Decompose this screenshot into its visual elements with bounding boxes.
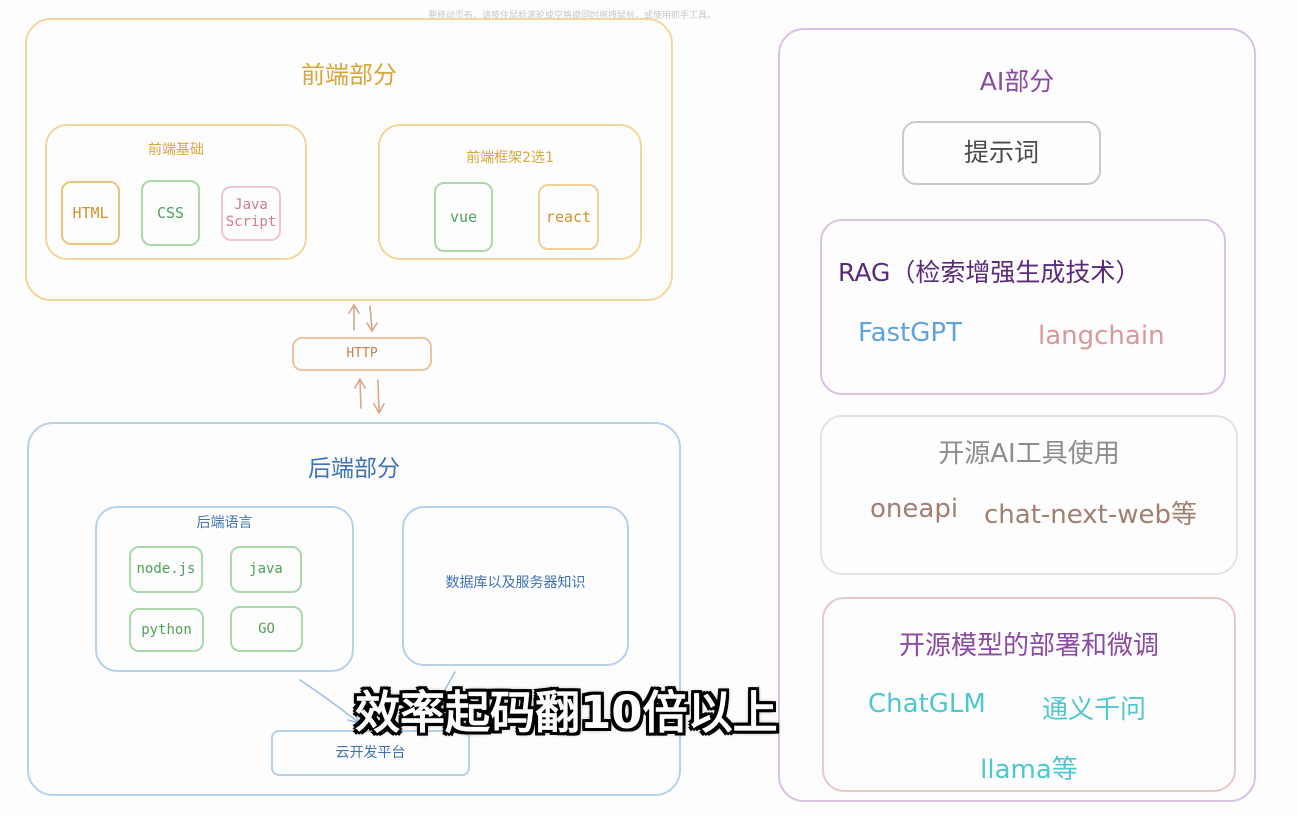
open-source-tools-title: 开源AI工具使用 [938,439,1120,469]
database-box [402,506,629,666]
model-item-llama: llama等 [980,755,1078,785]
tag-react: react [538,184,599,250]
models-box [822,597,1236,792]
open-source-tools-box [820,415,1238,575]
tool-item-chat-next-web: chat-next-web等 [984,500,1198,530]
cloud-arrows [299,671,456,727]
rag-item-langchain: langchain [1038,321,1165,351]
tag-javascript: Java Script [221,186,281,241]
cloud-platform-box: 云开发平台 [271,730,470,776]
frontend-frameworks-title: 前端框架2选1 [466,150,554,166]
tag-css: CSS [141,180,200,246]
fe-http-arrows [348,303,385,415]
database-label: 数据库以及服务器知识 [445,575,586,591]
rag-box [820,219,1226,395]
model-item-tongyi: 通义千问 [1042,695,1147,725]
tool-item-oneapi: oneapi [870,494,959,524]
video-caption: 效率起码翻10倍以上 [355,686,778,739]
frontend-section [25,18,673,301]
model-item-chatglm: ChatGLM [868,689,986,719]
ai-title: AI部分 [979,67,1055,96]
rag-title: RAG（检索增强生成技术） [838,258,1141,287]
frontend-basics-box [45,124,307,260]
frontend-title: 前端部分 [301,61,397,89]
tag-java: java [230,546,302,593]
backend-languages-box [95,506,354,672]
http-box: HTTP [292,337,432,371]
tag-python: python [129,608,204,652]
prompt-box: 提示词 [902,121,1101,185]
backend-title: 后端部分 [308,456,400,482]
backend-languages-title: 后端语言 [196,515,253,531]
tag-go: GO [230,606,303,652]
tag-nodejs: node.js [129,546,203,593]
tag-vue: vue [434,182,493,252]
backend-section [27,422,681,796]
frontend-frameworks-box [378,124,642,260]
tag-html: HTML [61,181,120,245]
models-title: 开源模型的部署和微调 [898,631,1159,661]
canvas-hint: 要移动页布，请按住鼠标滚轮或空格键同时拖拽鼠标，或使用抓手工具。 [428,11,717,21]
ai-section [778,28,1256,802]
rag-item-fastgpt: FastGPT [858,318,962,348]
frontend-basics-title: 前端基础 [148,142,204,158]
